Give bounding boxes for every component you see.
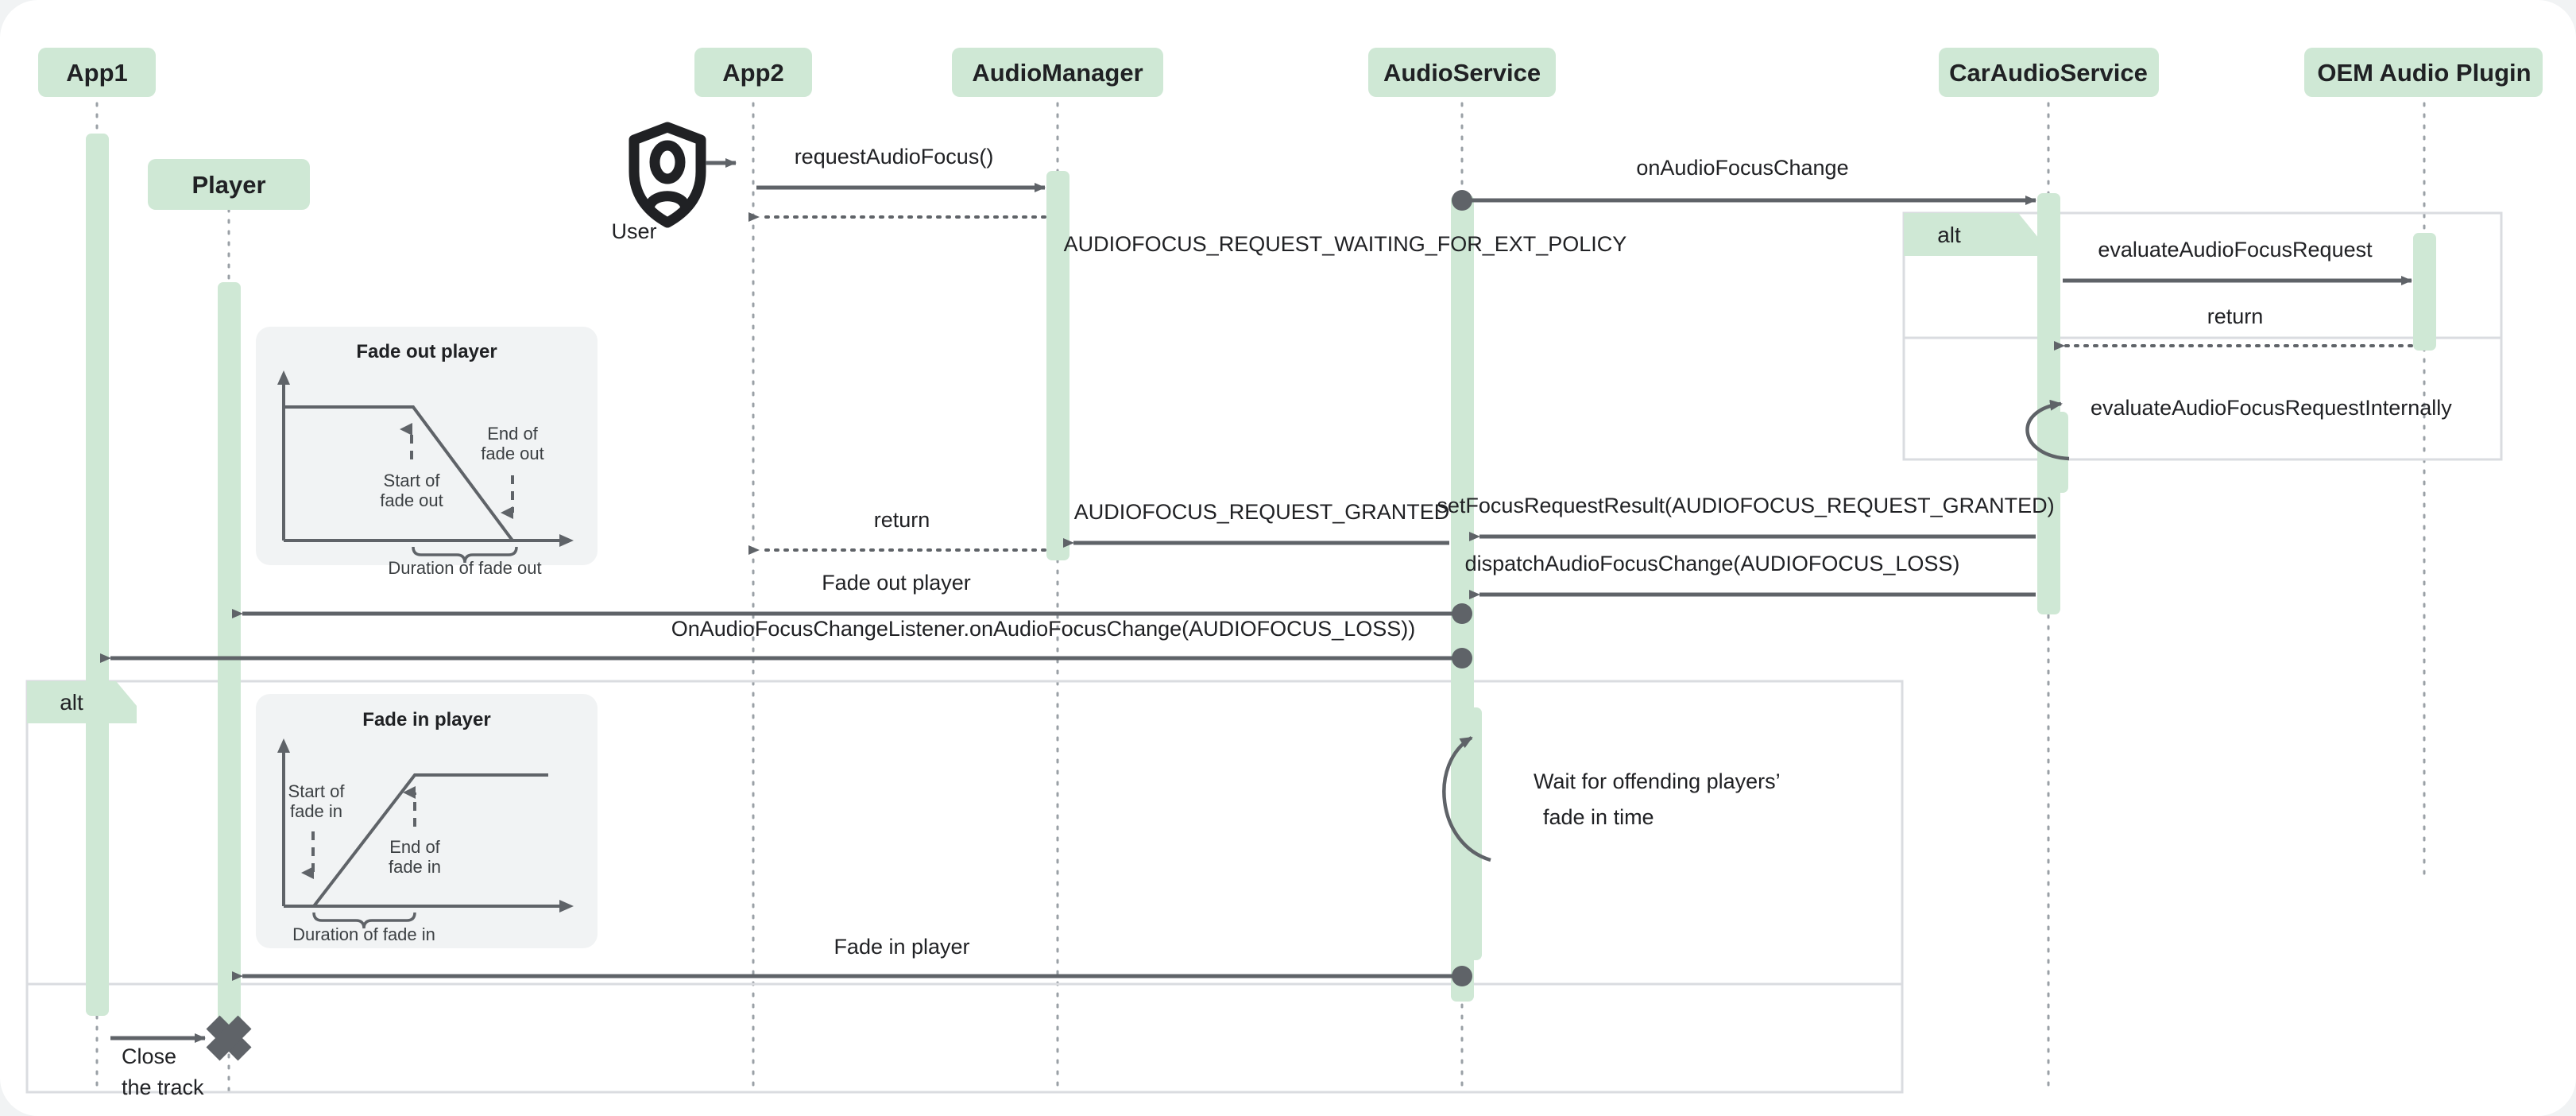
message-onAudioFocusChange: onAudioFocusChange: [1452, 156, 2036, 211]
message-label-m07: setFocusRequestResult(AUDIOFOCUS_REQUEST…: [1437, 494, 2054, 517]
note-fade-in-player: Fade in player Start of fade in End of f…: [256, 694, 598, 948]
fade-out-start-line2: fade out: [380, 490, 443, 510]
activation-oem: [2413, 233, 2436, 351]
note-close-line2: the track: [122, 1075, 204, 1099]
message-label-m11: Fade out player: [822, 571, 971, 595]
fade-out-end-line2: fade out: [481, 444, 544, 463]
activation-cas-self: [2045, 412, 2068, 493]
fade-out-curve: [284, 405, 514, 542]
note-wait-line2: fade in time: [1543, 805, 1654, 829]
fragment-alt-right-label: alt: [1937, 223, 1961, 247]
message-requestAudioFocus: requestAudioFocus(): [756, 145, 1046, 192]
fade-in-end-line2: fade in: [389, 857, 441, 877]
message-dispatchAudioFocusChange: dispatchAudioFocusChange(AUDIOFOCUS_LOSS…: [1465, 552, 2036, 599]
fade-out-duration-label: Duration of fade out: [388, 558, 541, 578]
message-waitingForExtPolicy: AUDIOFOCUS_REQUEST_WAITING_FOR_EXT_POLIC…: [748, 212, 1627, 256]
message-label-m12: OnAudioFocusChangeListener.onAudioFocusC…: [671, 617, 1415, 641]
participant-audioservice[interactable]: AudioService: [1368, 48, 1556, 97]
activation-as-wait: [1459, 707, 1482, 960]
message-label-m13: Fade in player: [834, 935, 969, 959]
message-label-m02: onAudioFocusChange: [1636, 156, 1848, 180]
note-close-line1: Close: [122, 1044, 176, 1068]
message-label-m06: evaluateAudioFocusRequestInternally: [2091, 396, 2452, 420]
message-label-m04: evaluateAudioFocusRequest: [2098, 238, 2373, 262]
participant-audiomanager-label: AudioManager: [972, 59, 1143, 87]
fade-in-end-line1: End of: [389, 837, 440, 857]
message-return-am: return: [748, 508, 1046, 555]
participant-app1-label: App1: [66, 59, 128, 87]
participant-oemaudioplugin[interactable]: OEM Audio Plugin: [2304, 48, 2543, 97]
participant-app2-label: App2: [722, 59, 784, 87]
message-evaluateAudioFocusRequestInternally: evaluateAudioFocusRequestInternally: [2025, 396, 2452, 461]
message-fadeInPlayer: Fade in player: [232, 935, 1472, 986]
fade-in-curve: [284, 773, 548, 908]
fade-out-end-line1: End of: [487, 424, 538, 444]
message-label-m01: requestAudioFocus(): [795, 145, 994, 169]
activation-cas: [2037, 193, 2060, 614]
participant-caraudioservice[interactable]: CarAudioService: [1939, 48, 2159, 97]
participant-caraudioservice-label: CarAudioService: [1949, 59, 2148, 87]
fade-in-duration-label: Duration of fade in: [292, 924, 435, 944]
note-fade-out-player: Fade out player Start of fade out End of…: [256, 327, 598, 578]
message-closeTheTrack: Close the track: [110, 1015, 252, 1099]
message-label-m03: AUDIOFOCUS_REQUEST_WAITING_FOR_EXT_POLIC…: [1064, 232, 1627, 256]
note-wait-fade-in: Wait for offending players’ fade in time: [1442, 736, 1781, 862]
activation-app1: [86, 134, 109, 1016]
message-audiofocusRequestGranted: AUDIOFOCUS_REQUEST_GRANTED: [1063, 500, 1450, 548]
participant-player-label: Player: [191, 171, 265, 199]
destroy-x-icon: [206, 1015, 252, 1061]
participant-headers: App1 Player App2 AudioManager AudioServi…: [38, 48, 2543, 210]
fade-in-start-line2: fade in: [290, 801, 342, 821]
fade-in-chart-title: Fade in player: [362, 709, 490, 730]
fade-out-start-line1: Start of: [384, 471, 441, 490]
participant-audioservice-label: AudioService: [1383, 59, 1541, 87]
participant-app2[interactable]: App2: [694, 48, 812, 97]
message-label-m09: return: [874, 508, 930, 532]
fragment-alt-left: alt: [25, 680, 1904, 1094]
message-label-m05: return: [2207, 304, 2264, 328]
participant-oemaudioplugin-label: OEM Audio Plugin: [2317, 59, 2531, 87]
message-return-oem: return: [2054, 304, 2413, 351]
fragment-alt-right: alt: [1902, 211, 2503, 461]
participant-player[interactable]: Player: [148, 159, 310, 210]
note-wait-line1: Wait for offending players’: [1534, 769, 1781, 793]
message-label-m10: dispatchAudioFocusChange(AUDIOFOCUS_LOSS…: [1465, 552, 1960, 575]
message-onAudioFocusChangeListener: OnAudioFocusChangeListener.onAudioFocusC…: [100, 617, 1472, 668]
user-shield-icon: [629, 122, 706, 228]
message-fadeOutPlayer: Fade out player: [232, 571, 1472, 624]
fade-in-start-line1: Start of: [288, 781, 346, 801]
message-label-m08: AUDIOFOCUS_REQUEST_GRANTED: [1074, 500, 1450, 524]
fade-out-chart-title: Fade out player: [356, 341, 497, 362]
activation-am: [1046, 171, 1069, 560]
participant-app1[interactable]: App1: [38, 48, 156, 97]
activation-player: [218, 282, 241, 1045]
participant-audiomanager[interactable]: AudioManager: [952, 48, 1163, 97]
activation-bars: [86, 134, 2436, 1045]
user-actor-label: User: [611, 219, 656, 243]
fragment-alt-left-label: alt: [60, 690, 83, 715]
message-evaluateAudioFocusRequest: evaluateAudioFocusRequest: [2063, 238, 2412, 285]
message-setFocusRequestResult: setFocusRequestResult(AUDIOFOCUS_REQUEST…: [1437, 494, 2055, 541]
